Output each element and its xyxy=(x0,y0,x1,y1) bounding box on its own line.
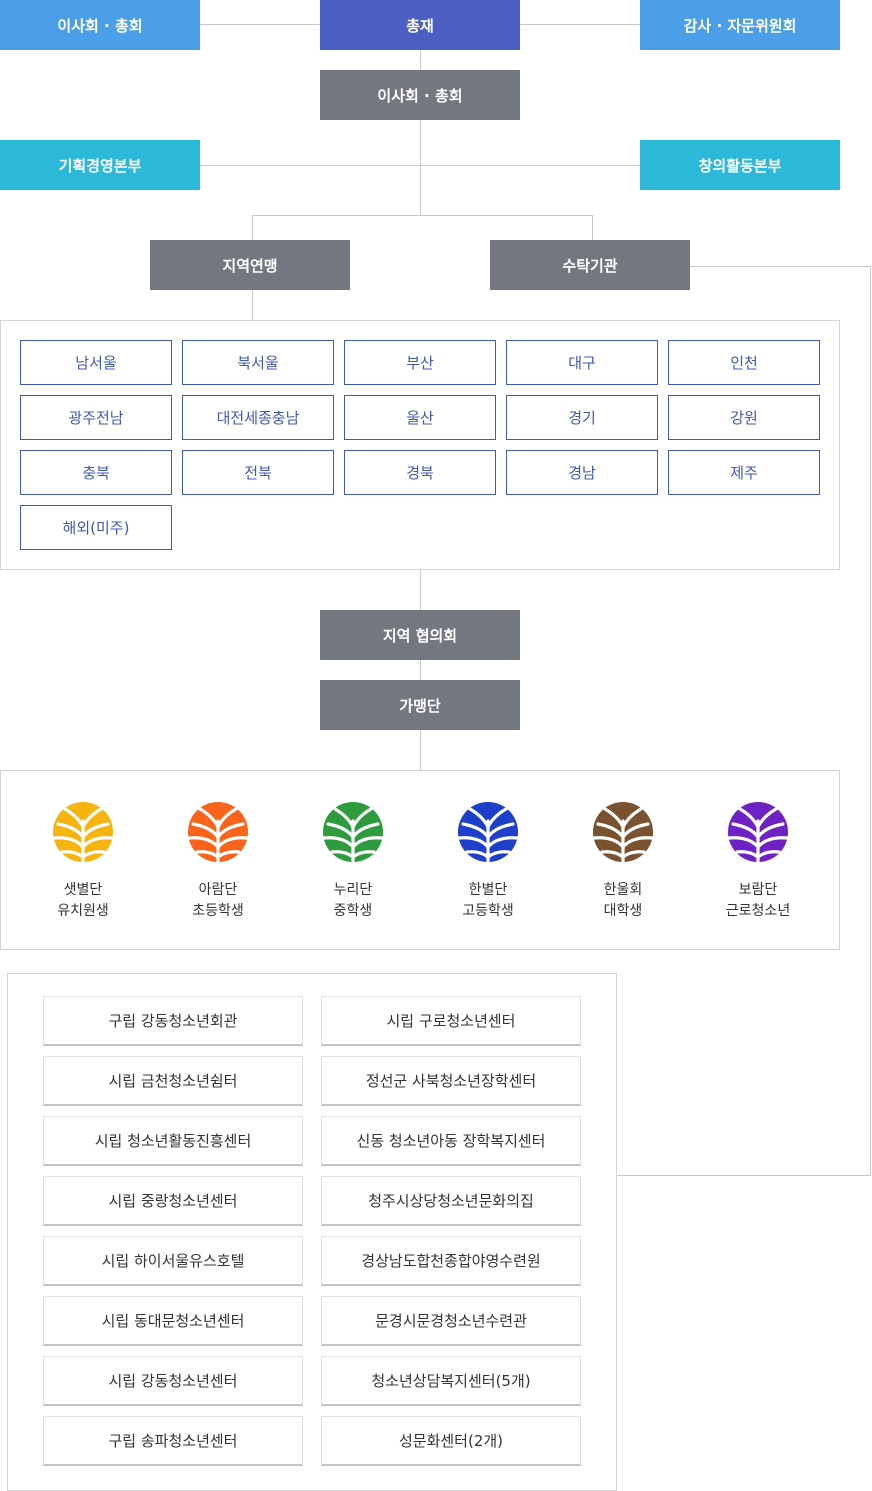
institution-item: 시립 강동청소년센터 xyxy=(43,1356,303,1406)
team-item: 보람단 근로청소년 xyxy=(698,801,818,922)
connector-scouts-down xyxy=(420,730,421,770)
connector-main-vertical xyxy=(420,50,421,215)
team-emblem-icon xyxy=(592,802,654,863)
region-item: 대구 xyxy=(506,340,658,385)
team-name: 아람단 xyxy=(198,882,238,898)
connector-trust-vertical xyxy=(870,266,871,1176)
board-box: 이사회 · 총회 xyxy=(320,70,520,120)
institution-item: 구립 강동청소년회관 xyxy=(43,996,303,1046)
team-description: 초등학생 xyxy=(192,903,244,919)
president-box: 총재 xyxy=(320,0,520,50)
team-name: 샛별단 xyxy=(63,882,103,898)
institution-item: 구립 송파청소년센터 xyxy=(43,1416,303,1466)
team-description: 중학생 xyxy=(333,903,373,919)
institutions-panel: 구립 강동청소년회관 시립 구로청소년센터 시립 금천청소년쉼터 정선군 사북청… xyxy=(7,973,617,1491)
region-item: 경북 xyxy=(344,450,496,495)
region-item: 제주 xyxy=(668,450,820,495)
team-description: 근로청소년 xyxy=(725,903,791,919)
team-item: 샛별단 유치원생 xyxy=(23,801,143,922)
connector-trust-back xyxy=(617,1175,871,1176)
region-item: 광주전남 xyxy=(20,395,172,440)
institution-item: 시립 구로청소년센터 xyxy=(321,996,581,1046)
institution-item: 시립 동대문청소년센터 xyxy=(43,1296,303,1346)
region-item: 대전세종충남 xyxy=(182,395,334,440)
region-item: 충북 xyxy=(20,450,172,495)
region-item: 전북 xyxy=(182,450,334,495)
team-name: 누리단 xyxy=(333,882,373,898)
institution-item: 성문화센터(2개) xyxy=(321,1416,581,1466)
institution-item: 경상남도합천종합야영수련원 xyxy=(321,1236,581,1286)
region-item: 남서울 xyxy=(20,340,172,385)
institution-item: 정선군 사북청소년장학센터 xyxy=(321,1056,581,1106)
board-general-assembly-box: 이사회 · 총회 xyxy=(0,0,200,50)
team-description: 유치원생 xyxy=(57,903,109,919)
teams-panel: 샛별단 유치원생 아람단 초등학생 누리단 중학생 한별단 고등학생 한울회 대… xyxy=(0,770,840,950)
team-description: 대학생 xyxy=(603,903,643,919)
creative-hq-box: 창의활동본부 xyxy=(640,140,840,190)
region-item: 해외(미주) xyxy=(20,505,172,550)
audit-advisory-box: 감사 · 자문위원회 xyxy=(640,0,840,50)
region-item: 경남 xyxy=(506,450,658,495)
institution-item: 시립 금천청소년쉼터 xyxy=(43,1056,303,1106)
connector-branch-horizontal xyxy=(252,215,592,216)
institution-item: 청주시상당청소년문화의집 xyxy=(321,1176,581,1226)
team-item: 누리단 중학생 xyxy=(293,801,413,922)
trust-institution-box: 수탁기관 xyxy=(490,240,690,290)
team-emblem-icon xyxy=(457,802,519,863)
institution-item: 청소년상담복지센터(5개) xyxy=(321,1356,581,1406)
connector-branch-left xyxy=(252,215,253,240)
team-name: 한별단 xyxy=(468,882,508,898)
region-item: 울산 xyxy=(344,395,496,440)
connector-council-down xyxy=(420,660,421,680)
team-name: 보람단 xyxy=(738,882,778,898)
institution-item: 시립 중랑청소년센터 xyxy=(43,1176,303,1226)
region-item: 부산 xyxy=(344,340,496,385)
institution-item: 시립 하이서울유스호텔 xyxy=(43,1236,303,1286)
team-emblem-icon xyxy=(322,802,384,863)
region-item: 경기 xyxy=(506,395,658,440)
institution-item: 신동 청소년아동 장학복지센터 xyxy=(321,1116,581,1166)
team-emblem-icon xyxy=(52,802,114,863)
team-description: 고등학생 xyxy=(462,903,514,919)
member-scouts-box: 가맹단 xyxy=(320,680,520,730)
region-item: 북서울 xyxy=(182,340,334,385)
connector-regional-down xyxy=(252,290,253,320)
regions-panel: 남서울 북서울 부산 대구 인천 광주전남 대전세종충남 울산 경기 강원 충북… xyxy=(0,320,840,570)
team-item: 한울회 대학생 xyxy=(563,801,683,922)
region-item: 강원 xyxy=(668,395,820,440)
regional-federation-box: 지역연맹 xyxy=(150,240,350,290)
connector-branch-right xyxy=(592,215,593,240)
connector-regions-down xyxy=(420,570,421,610)
team-emblem-icon xyxy=(727,802,789,863)
connector-hq-horizontal xyxy=(200,165,640,166)
connector-trust-right xyxy=(690,266,871,267)
team-name: 한울회 xyxy=(603,882,643,898)
region-item: 인천 xyxy=(668,340,820,385)
team-item: 한별단 고등학생 xyxy=(428,801,548,922)
team-item: 아람단 초등학생 xyxy=(158,801,278,922)
institution-item: 문경시문경청소년수련관 xyxy=(321,1296,581,1346)
institution-item: 시립 청소년활동진흥센터 xyxy=(43,1116,303,1166)
planning-hq-box: 기획경영본부 xyxy=(0,140,200,190)
team-emblem-icon xyxy=(187,802,249,863)
regional-council-box: 지역 협의회 xyxy=(320,610,520,660)
